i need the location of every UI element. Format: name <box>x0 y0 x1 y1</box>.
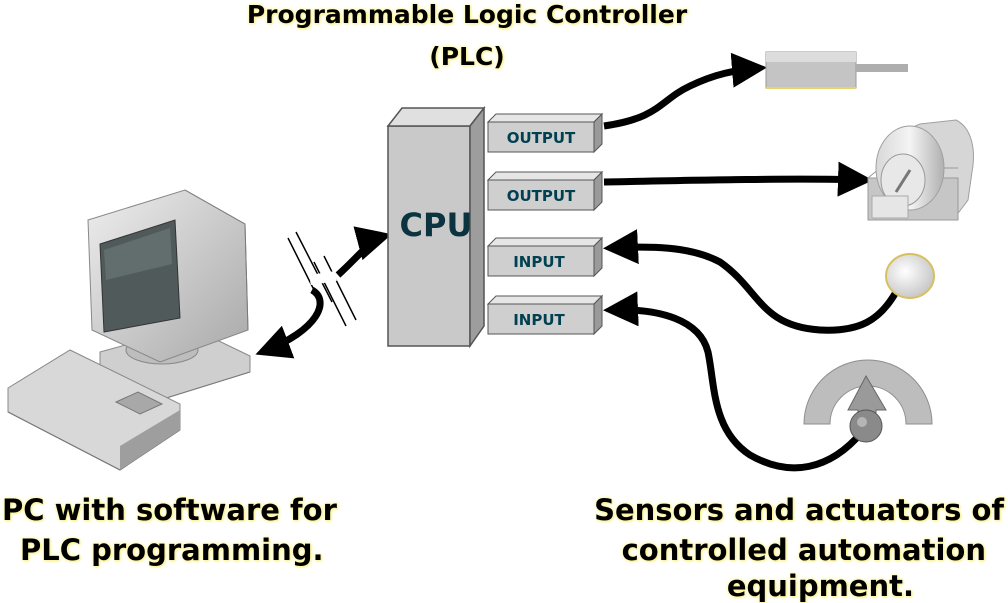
diagram-subtitle: (PLC) <box>429 42 505 71</box>
module-label: OUTPUT <box>507 187 576 205</box>
pc-caption-line2: PLC programming. <box>20 533 324 567</box>
module-label: INPUT <box>513 311 565 329</box>
gauge-dial-icon <box>803 359 933 443</box>
field-caption-line1: Sensors and actuators of <box>594 493 1004 527</box>
io-module-input-2: INPUT <box>486 294 604 336</box>
pc-plc-link <box>255 226 392 359</box>
computer-icon <box>87 189 251 401</box>
module-label: OUTPUT <box>507 129 576 147</box>
linear-actuator-icon <box>765 51 908 89</box>
io-module-output-1: OUTPUT <box>486 112 604 154</box>
diagram-title: Programmable Logic Controller <box>246 0 688 29</box>
keyboard-icon <box>7 349 181 471</box>
cpu-label: CPU <box>400 206 473 244</box>
wire-output-2 <box>603 161 873 197</box>
wire-input-2 <box>603 291 865 472</box>
plc-unit: CPU <box>386 105 486 349</box>
proximity-sensor-icon <box>885 253 935 299</box>
io-module-input-1: INPUT <box>486 236 604 278</box>
field-caption-line2: controlled automation <box>621 533 986 567</box>
io-module-output-2: OUTPUT <box>486 170 604 212</box>
wire-input-1 <box>603 229 900 334</box>
motor-icon <box>867 119 974 221</box>
field-caption-line3: equipment. <box>726 569 914 603</box>
module-label: INPUT <box>513 253 565 271</box>
pc-caption-line1: PC with software for <box>2 493 337 527</box>
wire-output-1 <box>603 52 767 130</box>
